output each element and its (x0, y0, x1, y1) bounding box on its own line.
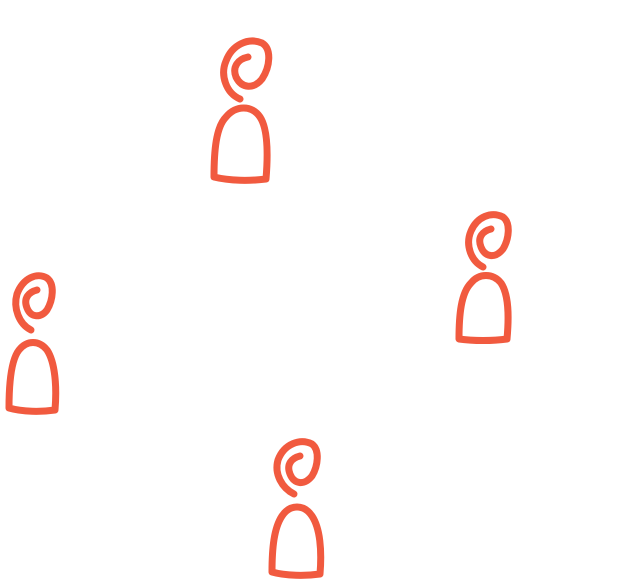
person-icon-left (5, 266, 63, 416)
person-head-loop (273, 438, 321, 498)
person-icon-top (208, 33, 276, 185)
person-head-loop (220, 37, 273, 103)
person-icon (210, 37, 273, 184)
person-icon-right (455, 207, 517, 345)
person-icon (5, 272, 60, 415)
person-icon (455, 211, 512, 344)
person-body (210, 104, 271, 184)
person-head-loop (465, 211, 512, 271)
person-icon (268, 438, 325, 579)
person-body (5, 339, 60, 415)
person-body (268, 503, 325, 579)
person-head-loop (12, 272, 56, 334)
person-icon-bottom (266, 434, 328, 580)
person-body (455, 272, 512, 344)
